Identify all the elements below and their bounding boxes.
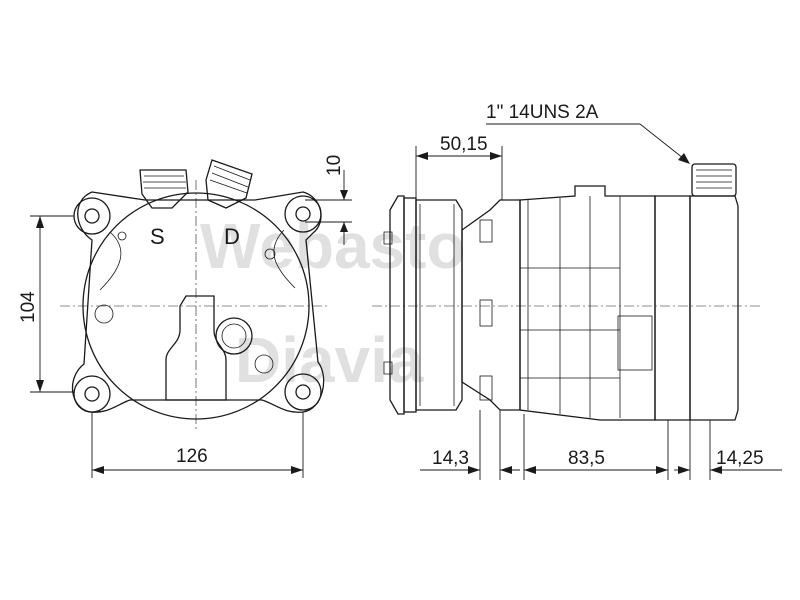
suction-thread [143, 175, 186, 189]
dimension-clutch-depth-label: 50,15 [440, 134, 488, 155]
dimension-pulley-offset: 14,3 [420, 410, 520, 480]
mount-boss-top-right [284, 195, 322, 233]
discharge-port [205, 159, 253, 209]
watermark-line2: Diavia [235, 324, 424, 396]
housing-bolt [479, 219, 493, 243]
clutch-plate [389, 195, 405, 415]
dimension-height-label: 104 [18, 291, 39, 323]
dimension-height: 104 [18, 215, 74, 393]
front-housing [461, 199, 521, 411]
dimension-width-label: 126 [176, 446, 208, 467]
clutch-tabs [383, 231, 393, 375]
service-valve-inner [221, 323, 247, 349]
dimension-rear-offset-label: 14,25 [716, 448, 764, 469]
mount-boss-bottom-right [284, 373, 322, 411]
dimension-offset-label: 10 [324, 155, 345, 176]
threaded-fitting [691, 163, 737, 197]
rib [99, 231, 122, 291]
mount-boss-bottom-left [73, 375, 111, 413]
suction-port-label: S [150, 224, 165, 249]
mount-hole-bottom-right [295, 384, 311, 400]
mount-boss-top-left [73, 197, 111, 235]
discharge-port-label: D [224, 224, 240, 249]
cylinder-body [519, 185, 656, 421]
dimension-body-length-label: 83,5 [568, 448, 605, 469]
bolt [264, 248, 276, 260]
housing-bolt [479, 375, 493, 401]
rear-cover [689, 195, 739, 421]
mount-hole-bottom-left [84, 386, 100, 402]
suction-port [139, 169, 189, 209]
fitting-thread [696, 169, 732, 189]
front-view: S D 104 126 [18, 155, 352, 478]
dimension-clutch-depth: 50,15 [415, 134, 503, 200]
body-ribs [527, 196, 621, 418]
bolt [254, 354, 274, 374]
bolt [94, 304, 114, 324]
mount-hole-top-left [84, 208, 100, 224]
thread-callout-label: 1" 14UNS 2A [486, 102, 599, 123]
housing-bolt [479, 299, 493, 327]
dimension-width: 126 [91, 412, 304, 478]
mounting-flange [71, 191, 325, 413]
discharge-thread [209, 165, 251, 194]
dimension-body-length: 83,5 [523, 414, 669, 480]
pulley [415, 199, 463, 411]
rib [273, 229, 296, 289]
body-boss [617, 315, 653, 371]
body-bands [520, 267, 620, 379]
service-valve [215, 317, 253, 355]
dimension-pulley-offset-label: 14,3 [432, 448, 469, 469]
bolt [117, 231, 127, 241]
side-view: 1" 14UNS 2A 50,15 14,3 [372, 102, 782, 480]
dimension-offset: 10 [305, 155, 352, 245]
thread-callout: 1" 14UNS 2A [486, 102, 690, 164]
mount-hole-top-right [295, 206, 311, 222]
rear-head [654, 195, 691, 421]
dimension-rear-offset: 14,25 [674, 420, 782, 480]
